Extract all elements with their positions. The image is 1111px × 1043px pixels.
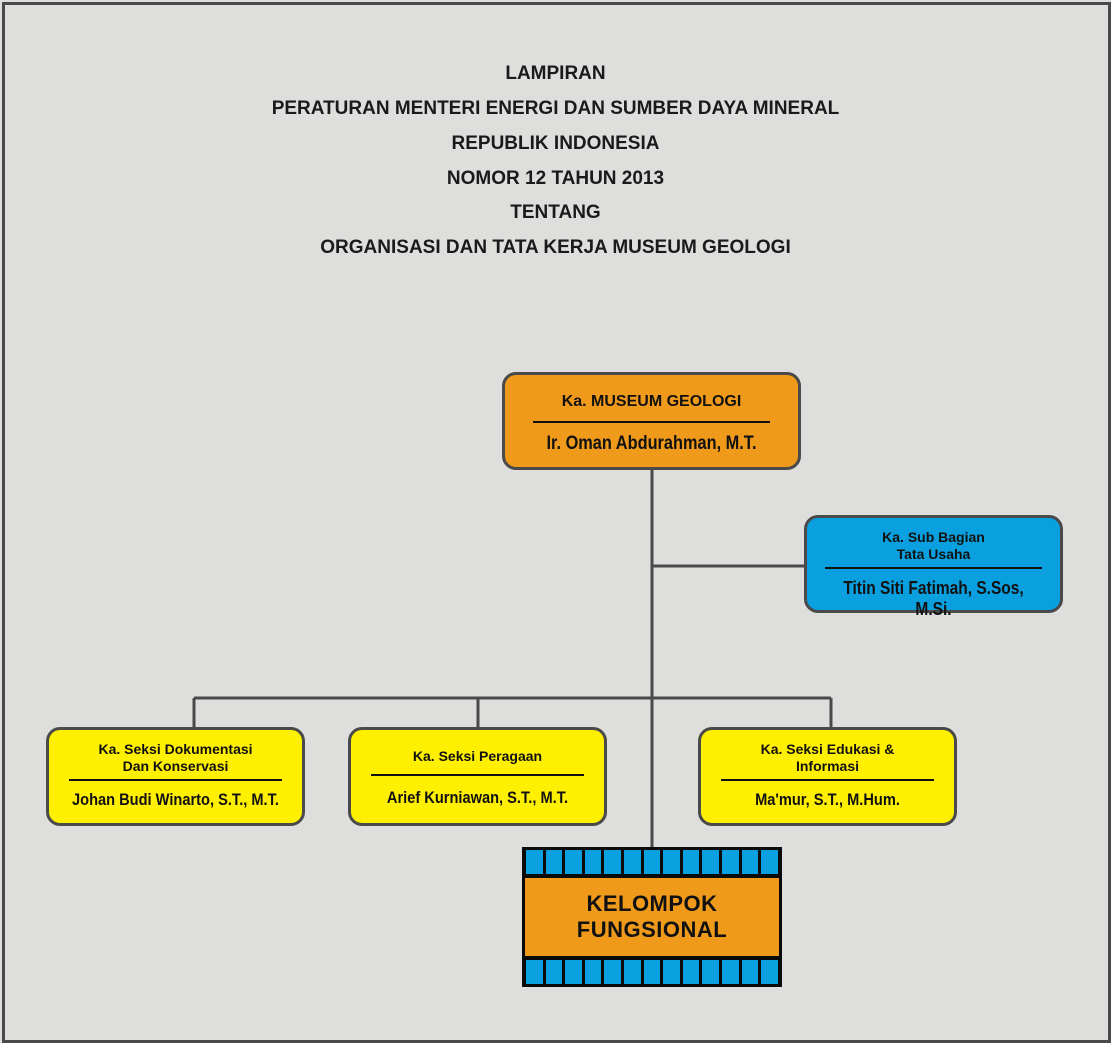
section-education-divider [721, 779, 934, 781]
heading-number: NOMOR 12 TAHUN 2013 [446, 168, 665, 189]
section-documentation-title-line-2: Dan Konservasi [122, 758, 229, 774]
section-education-title-line-2: Informasi [795, 758, 859, 774]
section-box-exhibition: Ka. Seksi Peragaan Arief Kurniawan, S.T.… [348, 727, 607, 826]
heading-country: REPUBLIK INDONESIA [451, 133, 660, 154]
functional-group-box: KELOMPOK FUNGSIONAL [522, 847, 782, 987]
section-education-person: Ma'mur, S.T., M.Hum. [755, 790, 900, 809]
admin-head-person: Titin Siti Fatimah, S.Sos, M.Si. [843, 578, 1024, 619]
admin-head-title-line-2: Tata Usaha [896, 546, 971, 562]
museum-head-box: Ka. MUSEUM GEOLOGI Ir. Oman Abdurahman, … [502, 372, 801, 470]
section-box-education: Ka. Seksi Edukasi & Informasi Ma'mur, S.… [698, 727, 957, 826]
museum-head-divider [533, 421, 770, 423]
heading-lampiran: LAMPIRAN [505, 63, 606, 84]
section-exhibition-person: Arief Kurniawan, S.T., M.T. [386, 788, 569, 807]
museum-head-person: Ir. Oman Abdurahman, M.T. [546, 433, 757, 454]
admin-head-title-line-1: Ka. Sub Bagian [882, 529, 985, 545]
section-exhibition-title: Ka. Seksi Peragaan [412, 748, 543, 764]
section-exhibition-divider [371, 774, 584, 776]
functional-group-label-box: KELOMPOK FUNGSIONAL [525, 878, 779, 956]
heading-regulation: PERATURAN MENTERI ENERGI DAN SUMBER DAYA… [271, 98, 840, 119]
functional-group-line-2: FUNGSIONAL [576, 917, 728, 942]
heading-tentang: TENTANG [510, 202, 601, 223]
museum-head-title: Ka. MUSEUM GEOLOGI [561, 393, 742, 410]
functional-top-strip [525, 850, 779, 874]
section-documentation-person: Johan Budi Winarto, S.T., M.T. [72, 790, 279, 809]
heading-subject: ORGANISASI DAN TATA KERJA MUSEUM GEOLOGI [320, 237, 791, 258]
section-box-documentation: Ka. Seksi Dokumentasi Dan Konservasi Joh… [46, 727, 305, 826]
section-education-title-line-1: Ka. Seksi Edukasi & [760, 741, 895, 757]
functional-group-line-1: KELOMPOK [586, 891, 718, 916]
section-documentation-divider [69, 779, 282, 781]
functional-bottom-strip [525, 960, 779, 984]
admin-head-box: Ka. Sub Bagian Tata Usaha Titin Siti Fat… [804, 515, 1063, 619]
admin-head-divider [825, 567, 1042, 569]
section-documentation-title-line-1: Ka. Seksi Dokumentasi [98, 741, 253, 757]
